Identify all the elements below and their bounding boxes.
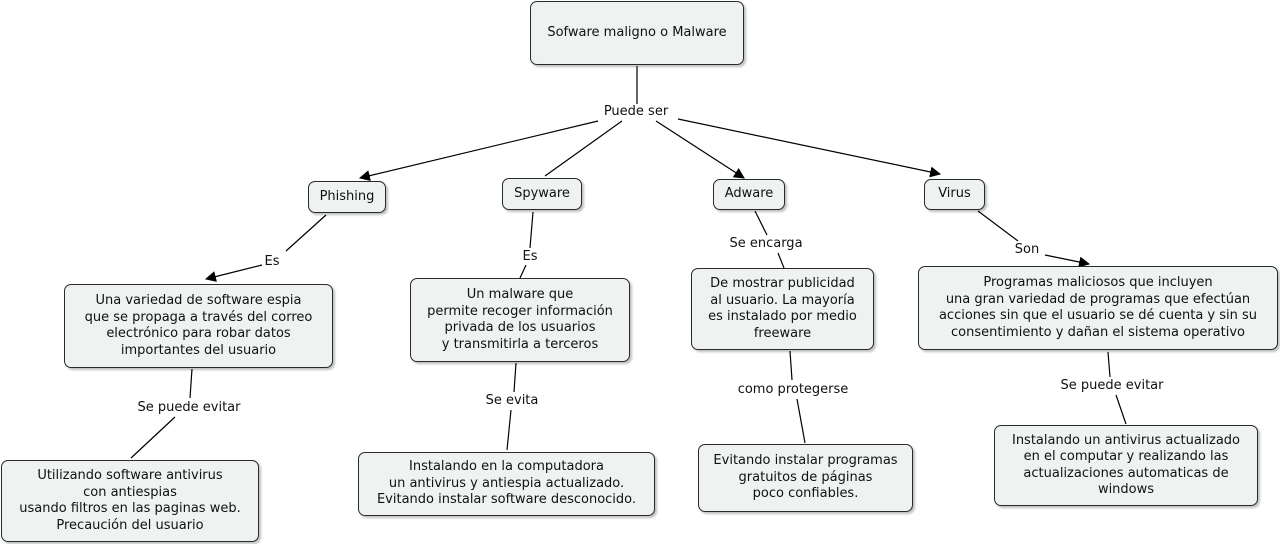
link-es-spyware: Es (521, 249, 539, 265)
concept-spyware-prevention: Instalando en la computadora un antiviru… (358, 452, 655, 516)
edge-virus-desc-evitar (1107, 351, 1111, 378)
concept-adware: Adware (713, 179, 785, 210)
edge-evita-spyware-prev (506, 409, 512, 451)
edge-evitar-virus-prev (1115, 394, 1127, 425)
link-como-protegerse: como protegerse (736, 382, 850, 398)
link-se-encarga: Se encarga (728, 236, 804, 252)
concept-phishing-prevention: Utilizando software antivirus con anties… (1, 460, 259, 542)
link-se-puede-evitar-phishing: Se puede evitar (136, 400, 242, 416)
edge-son-virus-desc (1044, 254, 1091, 268)
edge-spyware-es (529, 211, 534, 249)
link-se-evita: Se evita (484, 393, 540, 409)
edge-es-phishing-desc (204, 264, 263, 282)
concept-virus-description: Programas maliciosos que incluyen una gr… (918, 266, 1278, 350)
edge-adware-encarga (754, 210, 768, 236)
concept-virus-prevention: Instalando un antivirus actualizado en e… (994, 425, 1258, 506)
link-se-puede-evitar-virus: Se puede evitar (1059, 378, 1165, 394)
edge-virus-son (977, 210, 1019, 242)
edge-es-spyware-desc (519, 264, 527, 279)
edge-phishing-desc-evitar (189, 368, 193, 399)
edge-spyware-desc-evita (513, 362, 517, 393)
link-puede-ser: Puede ser (602, 104, 670, 120)
concept-adware-description: De mostrar publicidad al usuario. La may… (691, 268, 874, 350)
edge-encarga-adware-desc (777, 252, 785, 269)
edge-puede-ser-adware (655, 120, 745, 179)
edge-puede-ser-phishing (358, 120, 599, 182)
concept-phishing: Phishing (308, 181, 386, 213)
concept-spyware-description: Un malware que permite recoger informaci… (410, 278, 630, 362)
concept-virus: Virus (924, 179, 985, 210)
concept-adware-prevention: Evitando instalar programas gratuitos de… (698, 444, 913, 512)
concept-phishing-description: Una variedad de software espia que se pr… (64, 284, 333, 368)
link-es-phishing: Es (263, 254, 281, 270)
concept-spyware: Spyware (502, 178, 582, 210)
edge-adware-desc-proteger (789, 350, 793, 381)
link-son: Son (1013, 242, 1041, 258)
edge-evitar-phishing-prev (130, 416, 176, 459)
edge-proteger-adware-prev (796, 398, 806, 444)
concept-malware-root: Sofware maligno o Malware (530, 1, 744, 65)
edge-puede-ser-virus (677, 118, 942, 178)
edge-puede-ser-spyware (544, 120, 623, 177)
edge-phishing-es (285, 214, 327, 252)
